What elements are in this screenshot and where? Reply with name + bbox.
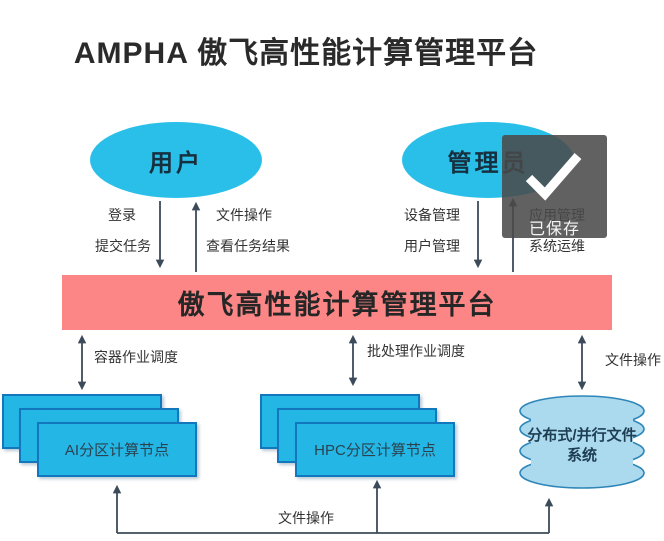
node-platform-bar[interactable]: 傲飞高性能计算管理平台 — [62, 275, 612, 330]
link-label-container-scheduling: 容器作业调度 — [94, 349, 178, 365]
node-storage-cylinder[interactable] — [517, 394, 647, 494]
flow-label-device-management: 设备管理 — [404, 207, 460, 223]
node-storage-label: 分布式/并行文件 系统 — [517, 426, 647, 466]
link-label-batch-scheduling: 批处理作业调度 — [367, 343, 465, 359]
hpc-stack-card-front[interactable]: HPC分区计算节点 — [295, 422, 455, 477]
flow-label-file-operation-user: 文件操作 — [216, 207, 272, 223]
flow-label-system-ops: 系统运维 — [529, 238, 585, 254]
platform-bar-label: 傲飞高性能计算管理平台 — [177, 290, 497, 320]
flow-label-login: 登录 — [108, 207, 136, 223]
node-hpc-label: HPC分区计算节点 — [314, 442, 436, 459]
flow-label-view-job-results: 查看任务结果 — [206, 238, 290, 254]
link-label-file-operation-bottom: 文件操作 — [278, 510, 334, 526]
storage-body-fill — [531, 411, 633, 473]
flow-label-user-management: 用户管理 — [404, 238, 460, 254]
checkmark-icon — [525, 153, 582, 201]
ai-stack-card-front[interactable]: AI分区计算节点 — [37, 422, 197, 477]
node-ai-label: AI分区计算节点 — [64, 442, 170, 459]
storage-label-line2: 系统 — [566, 447, 597, 464]
diagram-title: AMPHA 傲飞高性能计算管理平台 — [73, 37, 539, 70]
storage-label-line1: 分布式/并行文件 — [527, 427, 637, 444]
saved-toast: 已保存 — [502, 135, 607, 238]
flow-label-submit-job: 提交任务 — [95, 238, 151, 254]
node-hpc-partition-stack[interactable]: HPC分区计算节点 — [260, 394, 458, 480]
link-label-file-operation-storage: 文件操作 — [605, 352, 661, 368]
saved-toast-message: 已保存 — [528, 221, 580, 238]
node-ai-partition-stack[interactable]: AI分区计算节点 — [2, 394, 200, 480]
node-user-label: 用户 — [149, 149, 203, 177]
node-user[interactable]: 用户 — [90, 122, 262, 198]
